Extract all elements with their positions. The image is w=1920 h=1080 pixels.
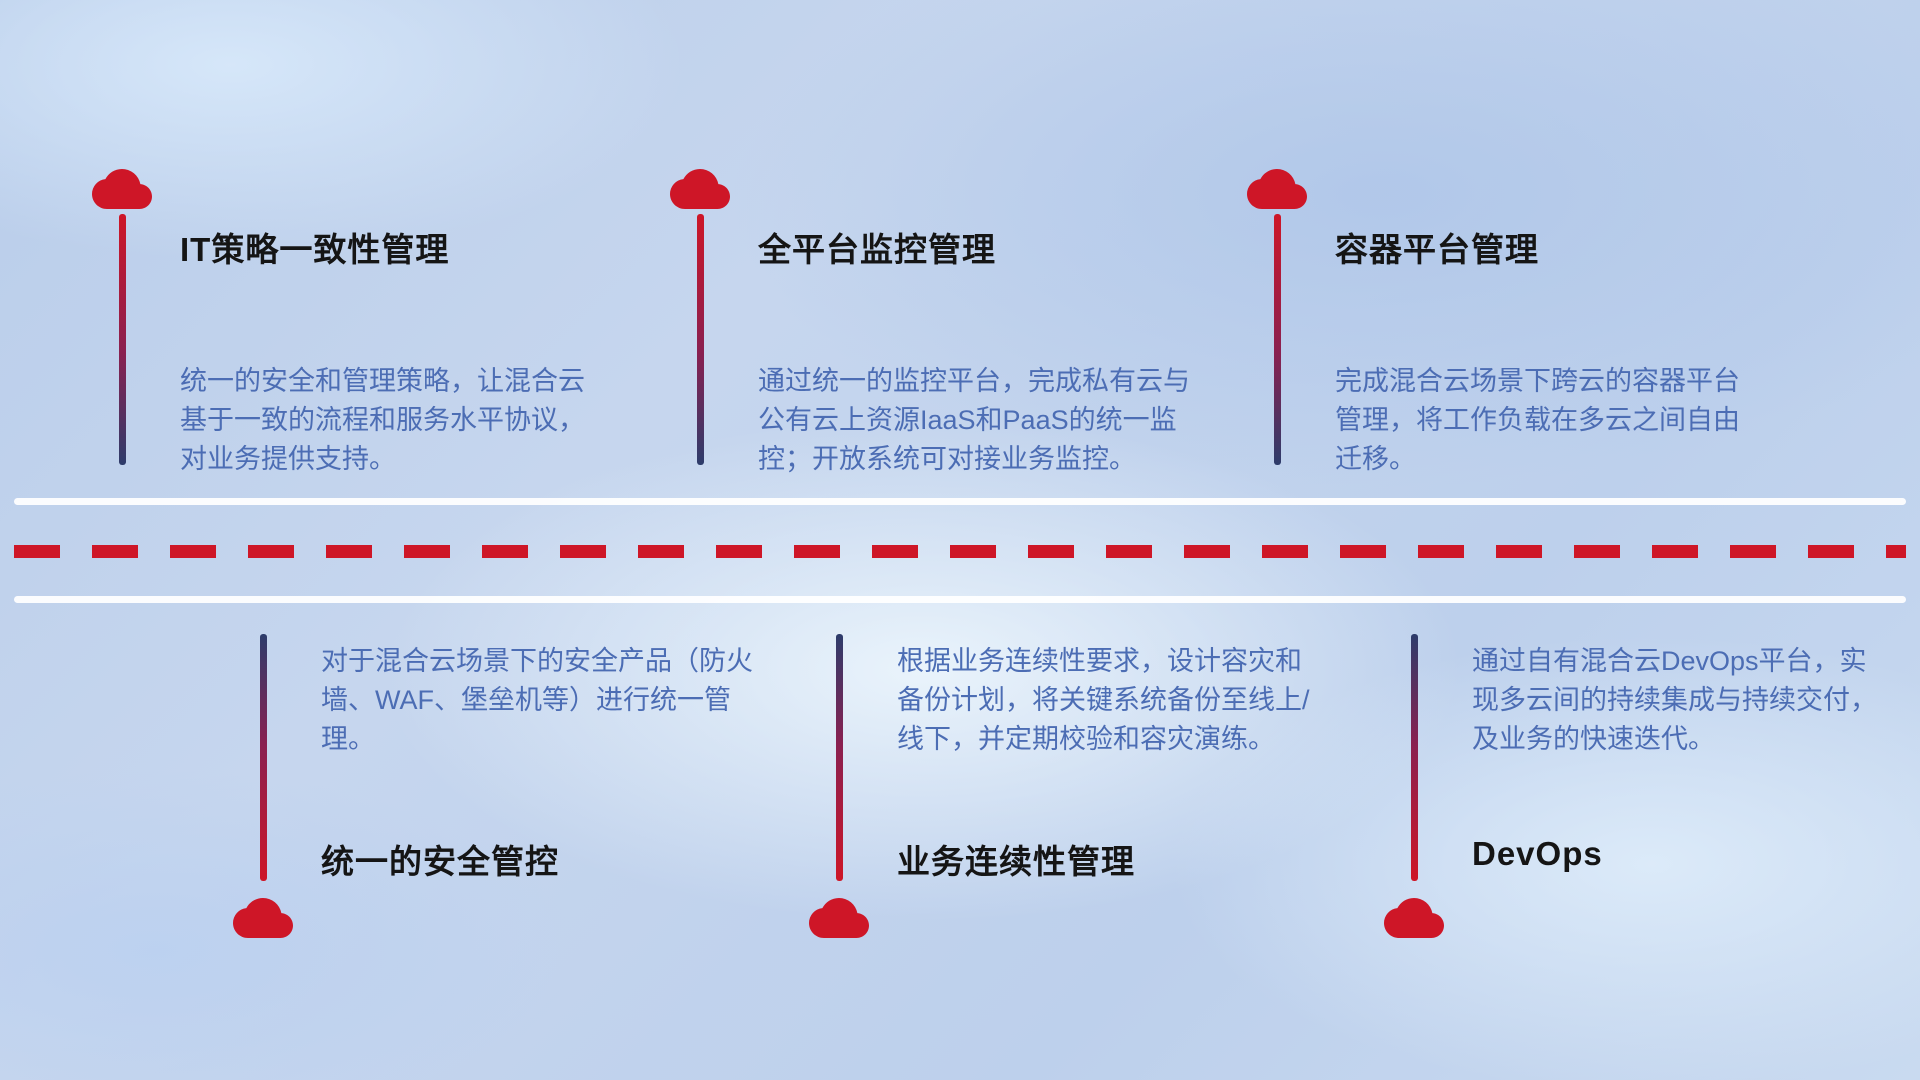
cloud-icon [809, 897, 869, 939]
item-description: 根据业务连续性要求，设计容灾和备份计划，将关键系统备份至线上/线下，并定期校验和… [897, 646, 1310, 754]
cloud-icon [1384, 897, 1444, 939]
cloud-icon [670, 168, 730, 210]
cloud-icon [92, 168, 152, 210]
item-title: 容器平台管理 [1335, 231, 1539, 268]
road-dashed-line [14, 545, 1906, 558]
timeline-connector [259, 634, 267, 881]
item-title: 全平台监控管理 [758, 231, 996, 268]
item-title: 统一的安全管控 [321, 843, 559, 880]
item-description: 对于混合云场景下的安全产品（防火墙、WAF、堡垒机等）进行统一管理。 [321, 646, 753, 754]
item-title: DevOps [1472, 835, 1603, 872]
road-divider-bottom [14, 596, 1906, 603]
road-divider-top [14, 498, 1906, 505]
item-title: IT策略一致性管理 [180, 231, 450, 268]
cloud-icon [233, 897, 293, 939]
cloud-icon [1247, 168, 1307, 210]
timeline-connector [118, 214, 126, 465]
item-description: 通过自有混合云DevOps平台，实现多云间的持续集成与持续交付，及业务的快速迭代… [1472, 646, 1877, 754]
item-description: 完成混合云场景下跨云的容器平台管理，将工作负载在多云之间自由迁移。 [1335, 366, 1740, 474]
item-description: 通过统一的监控平台，完成私有云与公有云上资源IaaS和PaaS的统一监控；开放系… [758, 366, 1190, 474]
item-description: 统一的安全和管理策略，让混合云基于一致的流程和服务水平协议，对业务提供支持。 [180, 366, 585, 474]
timeline-connector [1273, 214, 1281, 465]
timeline-connector [696, 214, 704, 465]
item-title: 业务连续性管理 [897, 843, 1135, 880]
timeline-connector [835, 634, 843, 881]
timeline-connector [1410, 634, 1418, 881]
